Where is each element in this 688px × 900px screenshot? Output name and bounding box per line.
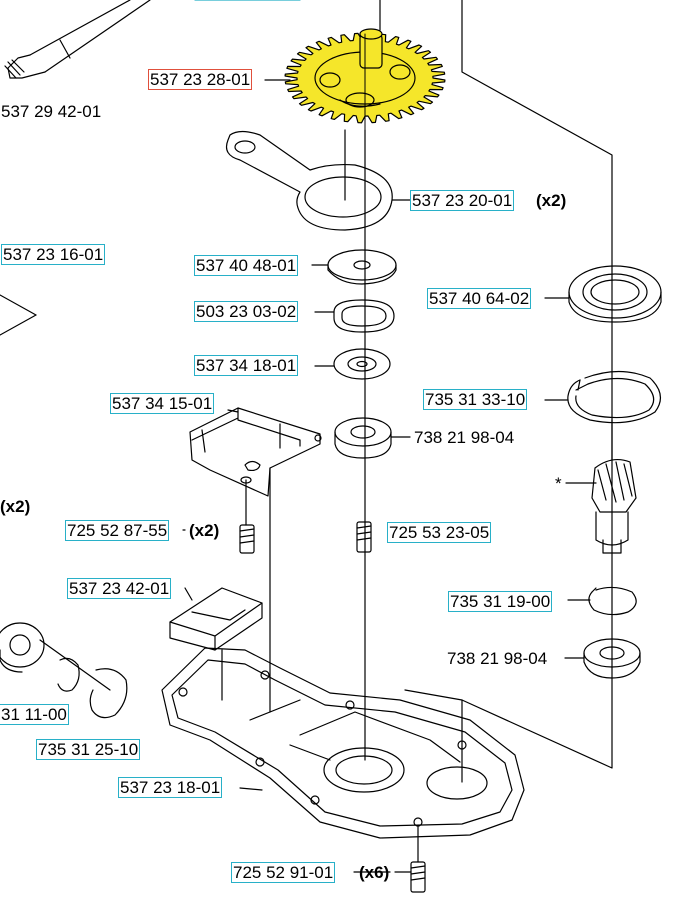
leader-lines <box>182 79 597 873</box>
part-label-537-34-18-01[interactable]: 537 34 18-01 <box>193 355 299 376</box>
bearing-right-top-part[interactable] <box>568 265 662 323</box>
connecting-rod-part[interactable] <box>225 130 393 231</box>
center-screw-part[interactable] <box>356 521 372 553</box>
circlip-small-part[interactable] <box>588 586 637 616</box>
part-label-537-23-42-01[interactable]: 537 23 42-01 <box>66 578 172 599</box>
quantity-725-52-87-55: (x2) <box>189 521 220 540</box>
part-label-537-23-20-01[interactable]: 537 23 20-01 <box>409 190 515 211</box>
circlip-left-part[interactable] <box>39 639 128 719</box>
base-plate-part[interactable] <box>161 647 525 839</box>
quantity-537-23-20-01: (x2) <box>536 191 567 210</box>
bearing-center-part[interactable] <box>334 417 392 459</box>
bearing-left-part[interactable] <box>0 622 45 673</box>
part-label-537-29-42-01[interactable]: 537 29 42-01 <box>1 102 102 121</box>
part-label-503-23-03-02[interactable]: 503 23 03-02 <box>193 301 299 322</box>
drive-shaft-part[interactable] <box>4 0 151 79</box>
part-label-725-53-23-05[interactable]: 725 53 23-05 <box>386 522 492 543</box>
part-label-537-23-28-01[interactable]: 537 23 28-01 <box>147 69 253 90</box>
part-label-537-23-16-01[interactable]: 537 23 16-01 <box>0 244 106 265</box>
bracket-screw-part[interactable] <box>239 479 255 554</box>
bracket-part[interactable] <box>189 407 322 497</box>
marker-asterisk: * <box>555 474 562 493</box>
bearing-right-bottom-part[interactable] <box>583 638 641 679</box>
part-label-735-31-19-00[interactable]: 735 31 19-00 <box>447 591 553 612</box>
quantity-725-52-91-01: (x6) <box>359 863 390 882</box>
thrust-washer-part[interactable] <box>333 348 391 380</box>
part-label-537-40-64-02[interactable]: 537 40 64-02 <box>426 288 532 309</box>
part-label-537-40-48-01[interactable]: 537 40 48-01 <box>193 255 299 276</box>
part-label-31-11-00[interactable]: 31 11-00 <box>0 704 69 725</box>
part-label-537-23-18-01[interactable]: 537 23 18-01 <box>117 777 223 798</box>
washer-part[interactable] <box>327 249 397 285</box>
part-label-725-52-87-55[interactable]: 725 52 87-55 <box>64 520 170 541</box>
part-label-735-31-33-10[interactable]: 735 31 33-10 <box>422 389 528 410</box>
part-label-735-31-25-10[interactable]: 735 31 25-10 <box>35 739 141 760</box>
housing-outline-lines <box>0 0 613 769</box>
part-label-738-21-98-04-right[interactable]: 738 21 98-04 <box>447 649 548 668</box>
block-part[interactable] <box>169 587 263 651</box>
base-screw-part[interactable] <box>410 825 426 893</box>
spur-gear-part[interactable] <box>284 28 446 131</box>
part-label-537-34-15-01[interactable]: 537 34 15-01 <box>109 393 215 414</box>
part-label-725-52-91-01[interactable]: 725 52 91-01 <box>230 862 336 883</box>
circlip-large-part[interactable] <box>567 370 661 424</box>
part-label-738-21-98-04-center[interactable]: 738 21 98-04 <box>414 428 515 447</box>
pinion-gear-part[interactable] <box>591 419 637 554</box>
quantity-left-edge: (x2) <box>0 497 31 516</box>
oval-seal-part[interactable] <box>333 299 395 333</box>
